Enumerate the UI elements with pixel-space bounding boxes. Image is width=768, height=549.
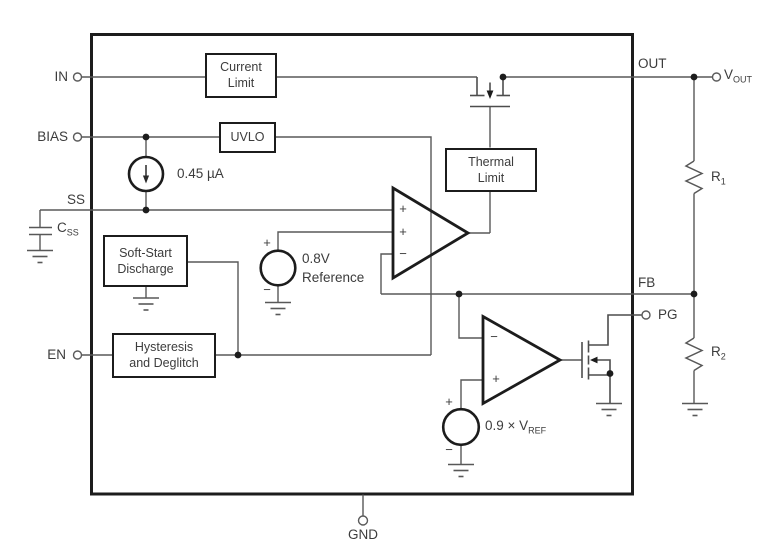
pin-label-en: EN <box>47 347 66 362</box>
error-amp-plus1-sign: + <box>399 201 407 216</box>
reference-ground-icon <box>265 301 291 316</box>
pin-label-out: OUT <box>638 56 667 71</box>
gnd-terminal-icon <box>357 515 369 526</box>
in-terminal-icon <box>72 72 83 82</box>
pg-comparator <box>481 314 563 406</box>
r2-label: R2 <box>711 344 726 362</box>
wires <box>39 76 713 516</box>
pass-fet <box>470 77 510 108</box>
vout-terminal-icon <box>711 72 722 82</box>
css-capacitor <box>29 226 52 236</box>
current-limit-label-line2: Limit <box>227 76 255 90</box>
pg-fet <box>581 314 642 403</box>
pin-label-pg: PG <box>658 307 678 322</box>
css-ground-icon <box>27 249 53 264</box>
pin-label-gnd: GND <box>348 527 378 542</box>
pg-reference-source <box>441 407 481 447</box>
ground-symbols <box>27 249 708 478</box>
bias-terminal-icon <box>72 132 83 142</box>
thermal-limit-label-line1: Thermal <box>468 154 514 169</box>
pg-terminal-icon <box>641 310 651 320</box>
reference-minus-sign: − <box>263 282 271 297</box>
r2-ground-icon <box>682 402 708 417</box>
pass-fet-arrow-icon <box>486 90 494 99</box>
uvlo-block: UVLO <box>219 121 276 153</box>
thermal-limit-block: Thermal Limit <box>445 147 537 192</box>
error-amp-minus-sign: − <box>399 246 407 261</box>
hysteresis-label-line2: and Deglitch <box>129 356 199 370</box>
soft-start-discharge-block: Soft-Start Discharge <box>103 234 188 287</box>
pin-label-ss: SS <box>66 191 85 207</box>
pin-label-in: IN <box>54 69 69 84</box>
pg-reference-minus-sign: − <box>445 442 453 457</box>
pg-reference-ground-icon <box>448 463 474 478</box>
en-terminal-icon <box>72 350 83 360</box>
soft-start-label-line2: Discharge <box>117 261 174 276</box>
reference-plus-sign: + <box>263 235 271 250</box>
current-limit-label-line1: Current <box>220 60 262 74</box>
r1-resistor <box>684 160 704 195</box>
soft-start-label-line1: Soft-Start <box>119 245 172 260</box>
uvlo-label: UVLO <box>230 130 265 144</box>
soft-start-current-label: 0.45 µA <box>177 166 224 181</box>
current-source <box>127 155 165 193</box>
current-limit-block: Current Limit <box>205 52 277 98</box>
pin-terminals <box>72 72 722 526</box>
error-amp-plus2-sign: + <box>399 224 407 239</box>
pin-label-fb: FB <box>638 275 656 290</box>
vout-label: VOUT <box>724 67 753 85</box>
thermal-limit-label-line2: Limit <box>477 170 505 185</box>
css-label: CSS <box>57 220 79 238</box>
pin-label-bias: BIAS <box>37 129 68 144</box>
comparator-plus-sign: + <box>492 371 500 386</box>
r1-label: R1 <box>711 169 726 187</box>
junction-dots <box>142 73 698 377</box>
ic-boundary-box <box>90 33 634 496</box>
error-amplifier <box>391 185 471 281</box>
pg-reference-plus-sign: + <box>445 394 453 409</box>
reference-source <box>259 249 297 287</box>
comparator-minus-sign: − <box>490 329 498 344</box>
current-source-arrow-icon <box>142 175 150 184</box>
pg-fet-ground-icon <box>596 402 622 417</box>
r2-resistor <box>684 337 704 372</box>
hysteresis-deglitch-block: Hysteresis and Deglitch <box>112 332 216 378</box>
pg-fet-arrow-icon <box>590 356 598 364</box>
hysteresis-label-line1: Hysteresis <box>134 340 194 354</box>
soft-start-ground-icon <box>133 297 159 311</box>
pg-threshold-label: 0.9 × VREF <box>485 418 547 436</box>
reference-label: 0.8V Reference <box>302 251 365 285</box>
